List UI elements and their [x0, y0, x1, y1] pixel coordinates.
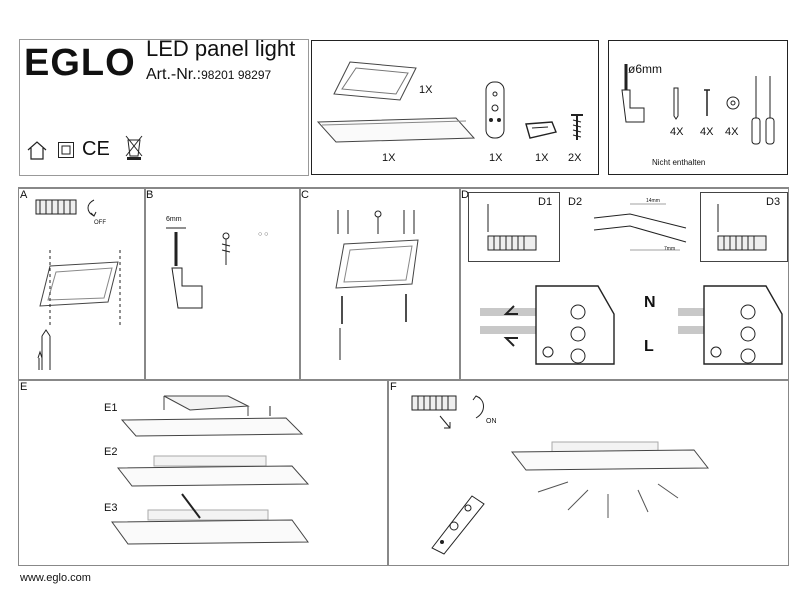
hole-marks: ○ ○: [258, 231, 269, 238]
not-included-label: Nicht enthalten: [652, 158, 706, 167]
switch-on-arrow-icon: [472, 395, 484, 419]
step-d3-label: D3: [766, 196, 781, 208]
ce-mark-icon: CE: [82, 138, 110, 160]
wall-screw-qty: 4X: [700, 126, 714, 138]
remote-illustration: [485, 81, 505, 139]
panel-install-e1: [120, 395, 304, 437]
dowel-icon: [673, 87, 679, 120]
washer-qty: 4X: [725, 126, 739, 138]
remote-control-f: [431, 495, 485, 555]
brand-logo: EGLO: [24, 42, 136, 84]
step-b-label: B: [146, 189, 154, 201]
product-title: LED panel light: [146, 36, 296, 61]
step-a-panel: [18, 188, 145, 380]
strip-7-label: 7mm: [664, 246, 676, 252]
on-label: ON: [486, 418, 497, 425]
terminal-block-off-icon: [35, 199, 77, 215]
n-label: N: [644, 294, 656, 311]
panel-install-e3: [111, 493, 309, 545]
weee-bin-icon: [125, 135, 143, 160]
drill-size-label: ø6mm: [628, 62, 662, 76]
header-panel: [19, 39, 309, 176]
panel-frame-illustration: [333, 61, 417, 101]
drill-mm-label: 6mm: [166, 216, 182, 223]
step-e3-label: E3: [104, 502, 118, 514]
off-label: OFF: [94, 220, 106, 226]
screw-qty: 2X: [568, 152, 582, 164]
terminal-d3-icon: [717, 204, 767, 251]
wall-screw-icon: [704, 89, 710, 116]
house-icon: [27, 141, 47, 160]
terminal-block-on-icon: [411, 395, 457, 429]
wiring-terminal-right: [678, 285, 783, 365]
washer-icon: [726, 96, 740, 110]
terminal-d1-icon: [487, 204, 537, 251]
panel-qty: 1X: [382, 152, 396, 164]
panel-illustration: [316, 117, 476, 143]
screw-illustration: [571, 114, 583, 140]
step-c-label: C: [301, 189, 309, 201]
l-label: L: [644, 338, 654, 355]
strip-14-label: 14mm: [646, 198, 660, 204]
article-number-label: Art.-Nr.:98201 98297: [146, 66, 272, 83]
installed-panel-lit: [510, 441, 710, 518]
dowel-qty: 4X: [670, 126, 684, 138]
panel-install-e2: [116, 455, 310, 487]
step-d-label: D: [461, 189, 469, 201]
step-d2-label: D2: [568, 196, 583, 208]
wiring-terminal-left: [480, 285, 615, 365]
remote-qty: 1X: [489, 152, 503, 164]
screwdriver-icons: [751, 76, 775, 145]
step-e-label: E: [20, 381, 28, 393]
dowel-insert-icon: [221, 232, 231, 265]
step-f-label: F: [390, 381, 397, 393]
drill-illustration-b: [166, 227, 203, 309]
step-f-panel: [388, 380, 789, 566]
website-footer: www.eglo.com: [20, 572, 91, 584]
pencil-icon: [37, 329, 51, 370]
step-e1-label: E1: [104, 402, 118, 414]
switch-off-arrow-icon: [87, 199, 97, 217]
step-e2-label: E2: [104, 446, 118, 458]
wire-strip-d2: [593, 203, 687, 251]
mounting-panel-c: [335, 210, 419, 360]
bracket-illustration: [525, 121, 557, 139]
step-d1-label: D1: [538, 196, 553, 208]
panel-frame-qty: 1X: [419, 84, 433, 96]
step-a-label: A: [20, 189, 28, 201]
drill-icon: [621, 64, 645, 123]
bracket-qty: 1X: [535, 152, 549, 164]
step-c-panel: [300, 188, 460, 380]
class-ii-icon: [58, 142, 74, 158]
step-b-panel: [145, 188, 300, 380]
ceiling-panel-marking-a: [39, 250, 121, 328]
